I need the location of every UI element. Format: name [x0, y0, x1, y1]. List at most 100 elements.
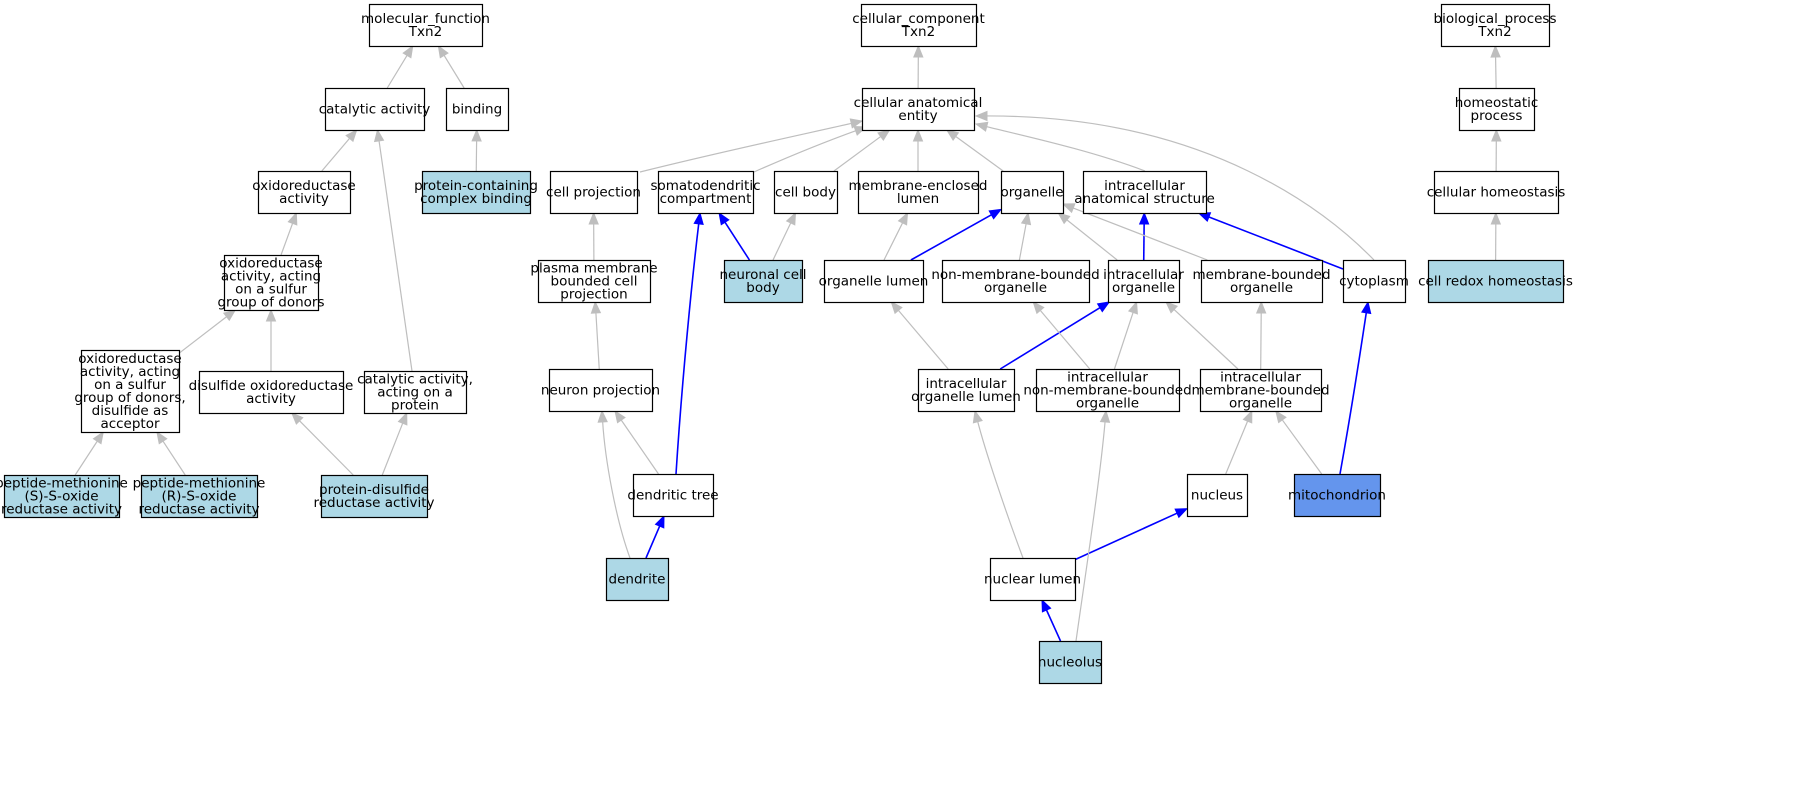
node-label-line: organelle — [1000, 185, 1063, 201]
edge-dendrite-to-neuronproj — [597, 409, 631, 559]
edge-line — [753, 129, 857, 173]
node-box — [198, 370, 345, 415]
node-box — [445, 87, 510, 132]
go-term-node-cellbody[interactable]: cell body — [773, 170, 839, 215]
edge-pdr-to-disulfide_ox — [290, 412, 354, 476]
go-term-node-neuronproj[interactable]: neuron projection — [541, 368, 660, 413]
edge-arrowhead — [890, 300, 903, 315]
edge-arrowhead — [1490, 44, 1501, 58]
edge-line — [1113, 311, 1134, 370]
edge-dtree-to-neuronproj — [614, 409, 659, 475]
edge-arrowhead — [1061, 203, 1076, 214]
go-term-node-catalytic[interactable]: catalytic activity — [319, 87, 431, 132]
go-term-node-dendrite[interactable]: dendrite — [605, 557, 670, 602]
edge-line — [443, 54, 465, 89]
edge-line — [74, 440, 99, 476]
go-term-node-crh[interactable]: cell redox homeostasis — [1418, 259, 1573, 304]
node-label-line: activity, acting — [80, 364, 180, 380]
go-term-node-dtree[interactable]: dendritic tree — [627, 473, 719, 518]
node-label-line: (S)-S-oxide — [24, 489, 98, 505]
node-label-line: peptide-methionine — [0, 476, 128, 492]
edge-dtree-to-somato — [675, 211, 704, 475]
go-term-node-cytoplasm[interactable]: cytoplasm — [1339, 259, 1409, 304]
node-label-line: group of donors, — [74, 390, 185, 406]
edge-arrowhead — [1127, 300, 1138, 315]
edge-line — [1075, 420, 1106, 642]
node-label-line: cellular homeostasis — [1427, 185, 1566, 201]
edge-arrowhead — [913, 44, 924, 58]
node-label-line: neuronal cell — [719, 267, 806, 283]
node-label-line: intracellular — [1220, 370, 1301, 386]
node-box — [941, 259, 1091, 304]
edge-orglumen-to-mel — [883, 211, 909, 261]
edge-line — [723, 220, 751, 261]
go-term-node-nucleus[interactable]: nucleus — [1186, 473, 1249, 518]
node-label-line: membrane-bounded — [1191, 383, 1329, 399]
node-label-line: non-membrane-bounded — [1023, 383, 1191, 399]
node-box — [257, 170, 352, 215]
go-term-node-cellproj[interactable]: cell projection — [546, 170, 641, 215]
edge-inmbo-to-io — [1113, 300, 1138, 370]
node-label-line: organelle — [984, 280, 1047, 296]
edge-mito-to-imbo — [1275, 409, 1323, 475]
edge-line — [280, 222, 294, 256]
node-label-line: Txn2 — [901, 24, 935, 40]
go-term-node-cellhomeo[interactable]: cellular homeostasis — [1427, 170, 1566, 215]
edge-arrowhead — [897, 211, 909, 226]
node-box — [223, 254, 320, 312]
go-term-node-binding[interactable]: binding — [445, 87, 510, 132]
go-term-node-inmbo[interactable]: intracellularnon-membrane-boundedorganel… — [1023, 368, 1192, 413]
node-label-line: nucleolus — [1038, 655, 1102, 671]
edge-homeo-to-bp — [1490, 44, 1501, 89]
go-term-node-orglumen[interactable]: organelle lumen — [819, 259, 929, 304]
node-label-line: intracellular — [926, 376, 1007, 392]
node-label-line: cellular anatomical — [854, 95, 983, 111]
go-term-node-mito[interactable]: mitochondrion — [1288, 473, 1386, 518]
edge-line — [1339, 311, 1368, 475]
node-box — [1293, 473, 1382, 518]
go-term-node-organelle[interactable]: organelle — [1000, 170, 1065, 215]
node-label-line: protein — [391, 398, 439, 414]
node-box — [1186, 473, 1249, 518]
node-label-line: non-membrane-bounded — [931, 267, 1099, 283]
node-box — [657, 170, 755, 215]
go-term-node-nuclumen[interactable]: nuclear lumen — [984, 557, 1081, 602]
node-label-line: Txn2 — [1477, 24, 1511, 40]
edge-arrowhead — [471, 128, 482, 142]
edge-nmbo-to-organelle — [1018, 211, 1032, 261]
node-label-line: cell redox homeostasis — [1418, 274, 1573, 290]
edge-line — [1065, 218, 1118, 261]
edge-arrowhead — [1020, 211, 1032, 226]
node-label-line: activity, acting — [221, 269, 321, 285]
node-box — [1038, 640, 1103, 685]
edge-nucleus-to-imbo — [1225, 409, 1253, 475]
node-label-line: compartment — [660, 191, 752, 207]
edge-line — [595, 311, 600, 370]
go-term-node-nucleolus[interactable]: nucleolus — [1038, 640, 1103, 685]
